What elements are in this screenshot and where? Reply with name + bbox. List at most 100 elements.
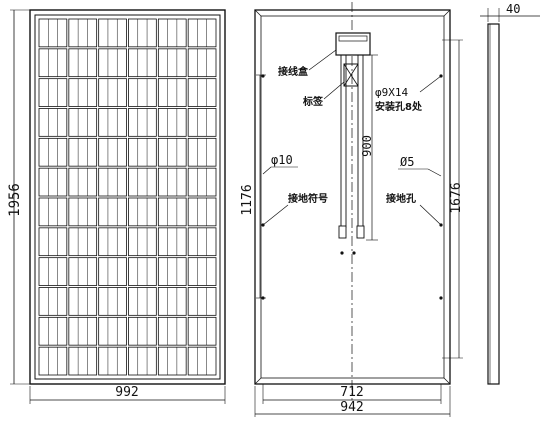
solar-cell	[98, 167, 127, 197]
solar-cell	[187, 346, 217, 376]
solar-cell	[128, 227, 157, 257]
solar-cell	[98, 108, 127, 137]
solar-cell	[187, 287, 217, 316]
solar-cell	[38, 108, 68, 137]
solar-cell	[128, 316, 157, 346]
solar-cell	[68, 346, 98, 376]
solar-cell	[68, 167, 98, 197]
solar-cell	[187, 197, 217, 227]
solar-cell	[68, 197, 98, 227]
ground-hole-label: 接地孔	[386, 192, 416, 205]
ground-symbol-label: 接地符号	[288, 192, 328, 205]
solar-cell	[157, 197, 187, 227]
solar-cell	[157, 78, 187, 107]
solar-cell	[187, 316, 217, 346]
junction-box-leader	[308, 49, 337, 71]
solar-cell	[98, 48, 127, 78]
solar-cell	[68, 227, 98, 257]
solar-cell	[187, 167, 217, 197]
solar-cell	[187, 227, 217, 257]
front-frame-outer	[29, 9, 226, 385]
mount-hole-leader	[419, 75, 442, 93]
front-view: 1956 992	[7, 9, 226, 404]
solar-cell	[157, 257, 187, 286]
connector-left	[338, 225, 347, 239]
solar-cell	[128, 48, 157, 78]
solar-cell	[68, 48, 98, 78]
solar-cell	[157, 108, 187, 137]
solar-cell	[128, 197, 157, 227]
solar-cell	[98, 257, 127, 286]
corner-bevel	[443, 377, 451, 385]
hole-5-label: Ø5	[400, 155, 414, 169]
solar-cell	[157, 227, 187, 257]
solar-cell	[187, 137, 217, 167]
solar-cell	[157, 167, 187, 197]
front-height-label: 1956	[7, 183, 23, 217]
cell-grid	[38, 18, 217, 376]
solar-cell	[68, 137, 98, 167]
junction-box	[335, 32, 371, 56]
solar-cell	[157, 316, 187, 346]
connector-right	[356, 225, 365, 239]
solar-cell	[38, 167, 68, 197]
solar-cell	[187, 78, 217, 107]
cable-length-label: 900	[360, 135, 374, 157]
solar-cell	[68, 108, 98, 137]
solar-cell	[98, 137, 127, 167]
thickness-label: 40	[506, 2, 520, 16]
solar-cell	[68, 316, 98, 346]
solar-cell	[157, 287, 187, 316]
solar-cell	[68, 18, 98, 48]
solar-cell	[128, 167, 157, 197]
solar-cell	[128, 18, 157, 48]
hole-10-leader	[262, 166, 272, 175]
right-holes-label: 1676	[449, 182, 464, 213]
solar-cell	[38, 78, 68, 107]
solar-cell	[128, 287, 157, 316]
solar-cell	[98, 227, 127, 257]
back-frame-inner	[260, 15, 445, 379]
solar-cell	[157, 137, 187, 167]
mount-hole	[439, 296, 443, 300]
solar-cell	[38, 197, 68, 227]
solar-cell	[98, 18, 127, 48]
solar-cell	[187, 257, 217, 286]
solar-cell	[128, 137, 157, 167]
solar-cell	[98, 346, 127, 376]
ground-symbol-leader	[262, 204, 289, 226]
solar-cell	[68, 287, 98, 316]
solar-cell	[38, 287, 68, 316]
ground-hole-leader	[419, 204, 442, 226]
small-hole	[340, 251, 344, 255]
hole-10-label: φ10	[271, 153, 293, 167]
solar-cell	[98, 287, 127, 316]
mount-hole-note-label: 安装孔8处	[375, 100, 423, 113]
mount-hole	[261, 296, 265, 300]
front-frame-inner	[34, 14, 221, 380]
front-width-label: 992	[115, 385, 138, 400]
solar-cell	[128, 108, 157, 137]
junction-box-label: 接线盒	[278, 65, 309, 78]
solar-cell	[38, 346, 68, 376]
back-view: 900 1176 1676 接线盒 标签 φ9X14 安装孔8处 φ10 Ø5	[240, 2, 464, 417]
solar-cell	[38, 257, 68, 286]
left-holes-label: 1176	[240, 184, 255, 215]
solar-cell	[128, 78, 157, 107]
solar-cell	[38, 316, 68, 346]
solar-cell	[98, 78, 127, 107]
tag-leader	[323, 81, 345, 100]
solar-cell	[98, 197, 127, 227]
side-profile	[487, 23, 500, 385]
outer-width-label: 942	[340, 400, 363, 415]
side-view: 40	[480, 2, 540, 385]
solar-cell	[157, 346, 187, 376]
back-frame-outer	[254, 9, 451, 385]
corner-bevel	[443, 9, 451, 17]
solar-cell	[38, 48, 68, 78]
solar-cell	[187, 18, 217, 48]
mount-hole-dim-label: φ9X14	[375, 86, 408, 99]
corner-bevel	[254, 377, 262, 385]
solar-cell	[128, 346, 157, 376]
